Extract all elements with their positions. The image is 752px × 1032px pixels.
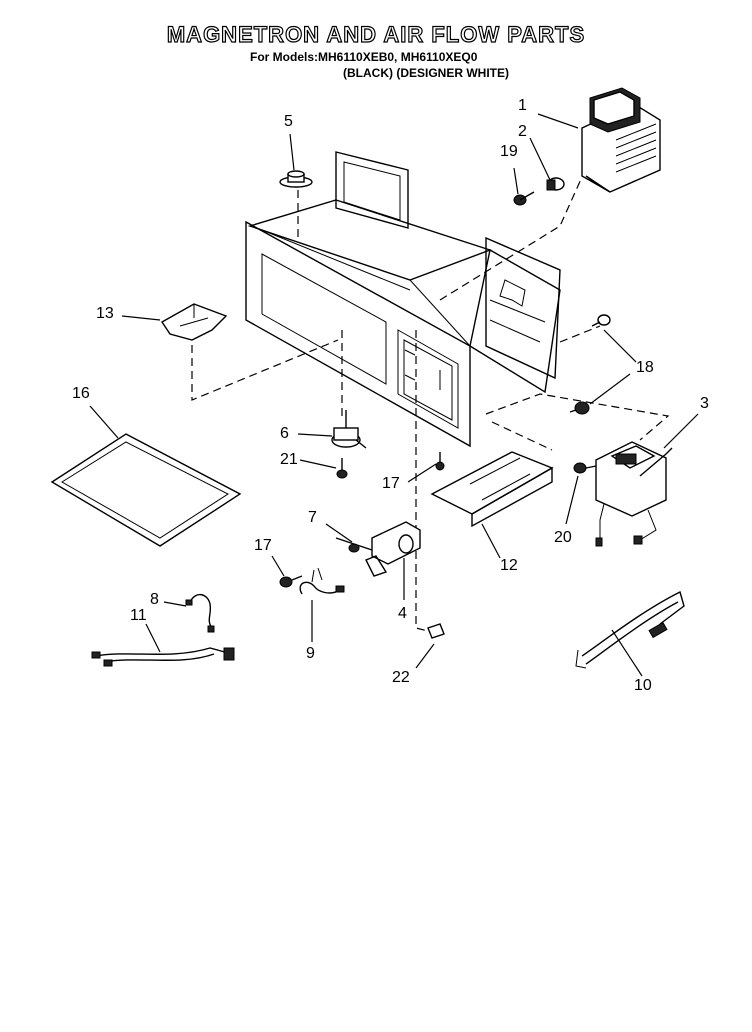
callout-11: 11 — [130, 607, 147, 624]
diagram-title: MAGNETRON AND AIR FLOW PARTS — [166, 21, 586, 47]
callout-19: 19 — [500, 143, 518, 160]
harness-part-11 — [91, 647, 235, 667]
callout-12: 12 — [500, 557, 518, 574]
callout-1: 1 — [518, 97, 527, 114]
callout-17-upper: 17 — [382, 475, 400, 492]
callout-21: 21 — [280, 451, 298, 468]
cavity-housing — [245, 151, 561, 448]
callout-8: 8 — [150, 591, 159, 608]
callout-6: 6 — [280, 425, 289, 442]
thermal-cutout-part-2 — [546, 177, 565, 191]
motor-part-6 — [331, 410, 367, 449]
foot-part-22 — [427, 623, 445, 639]
callout-20: 20 — [554, 529, 572, 546]
callout-17-lower: 17 — [254, 537, 272, 554]
models-line: For Models:MH6110XEB0, MH6110XEQ0 — [250, 50, 478, 64]
transformer-part-3 — [595, 441, 673, 547]
wire-part-8 — [185, 594, 215, 633]
variants-line: (BLACK) (DESIGNER WHITE) — [343, 66, 509, 80]
assembly-lines — [191, 167, 670, 633]
screws-part-18 — [569, 314, 611, 415]
callout-9: 9 — [306, 645, 315, 662]
callout-3: 3 — [700, 395, 709, 412]
bracket-part-12 — [430, 451, 554, 528]
callout-4: 4 — [398, 605, 407, 622]
magnetron-part-1 — [581, 87, 661, 193]
screw-part-20 — [573, 462, 597, 474]
callout-18: 18 — [636, 359, 654, 376]
callout-22: 22 — [392, 669, 410, 686]
leader-lines — [89, 113, 699, 677]
callout-7: 7 — [308, 509, 317, 526]
callout-10: 10 — [634, 677, 652, 694]
harness-part-10 — [575, 590, 685, 669]
screw-part-21 — [336, 458, 348, 479]
callout-13: 13 — [96, 305, 114, 322]
screw-part-19 — [513, 191, 535, 206]
fuse-part-9 — [299, 567, 345, 595]
capacitor-part-4 — [365, 521, 421, 577]
screw-part-17-lower — [279, 575, 303, 588]
diode-part-7 — [335, 537, 373, 553]
callout-16: 16 — [72, 385, 90, 402]
tray-part-16 — [50, 433, 242, 547]
screw-part-17-upper — [435, 452, 445, 471]
thermostat-part-5 — [279, 170, 313, 188]
stirrer-part-13 — [160, 303, 228, 341]
callout-2: 2 — [518, 123, 527, 140]
callout-5: 5 — [284, 113, 293, 130]
